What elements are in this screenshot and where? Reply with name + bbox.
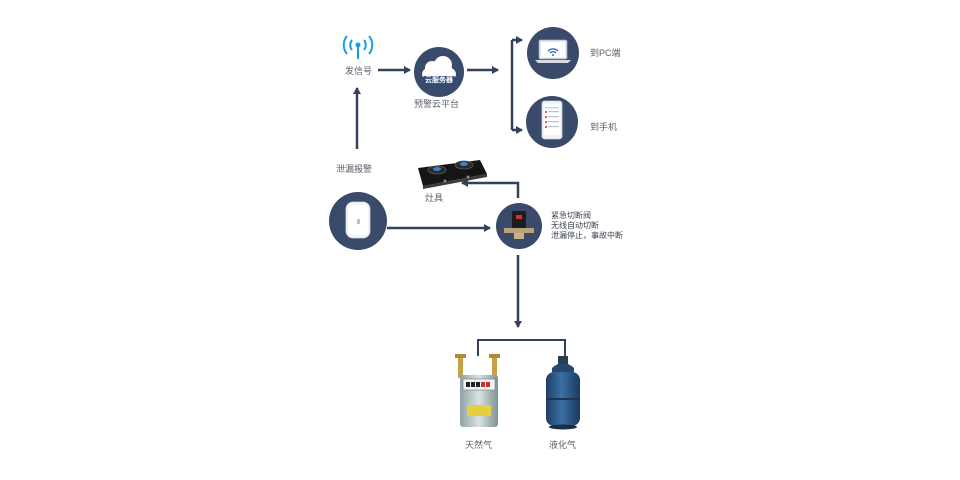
- valve-note: 紧急切断阀: [551, 211, 591, 220]
- arrow-valve-to-stove: [461, 179, 520, 198]
- phone-label: 到手机: [590, 122, 618, 132]
- cloud-badge-text: 云服务器: [425, 77, 453, 84]
- valve-note: 泄漏停止，事故中断: [551, 231, 623, 240]
- phone-node: [526, 96, 578, 148]
- gas-meter-icon: [455, 354, 500, 427]
- valve-node: [496, 203, 542, 249]
- valve-note: 无线自动切断: [551, 221, 599, 230]
- pc-node: [527, 27, 579, 79]
- pc-label: 到PC端: [590, 48, 621, 58]
- gas-cylinder-icon: [546, 356, 580, 430]
- stove-label: 灶具: [425, 193, 444, 203]
- cloud-node: [414, 47, 464, 97]
- gas-detector-icon: [345, 201, 371, 239]
- smartphone-icon: [541, 100, 563, 140]
- signal-label: 发信号: [345, 66, 373, 76]
- cloud-badge-bg: [423, 76, 455, 86]
- natural-gas-label: 天然气: [465, 440, 493, 450]
- lpg-label: 液化气: [549, 440, 577, 450]
- detector-node: [329, 192, 387, 250]
- leak-alarm-label: 泄漏报警: [336, 164, 373, 174]
- valve-notes: 紧急切断阀 无线自动切断 泄漏停止，事故中断: [551, 211, 623, 241]
- gas-bracket: [477, 339, 566, 356]
- connectors: [353, 36, 566, 356]
- shutoff-valve-icon: [504, 211, 534, 239]
- laptop-icon: [535, 39, 571, 63]
- cloud-platform-label: 预警云平台: [414, 99, 460, 109]
- gas-stove-icon: [418, 160, 487, 189]
- wifi-antenna-icon: [342, 35, 374, 59]
